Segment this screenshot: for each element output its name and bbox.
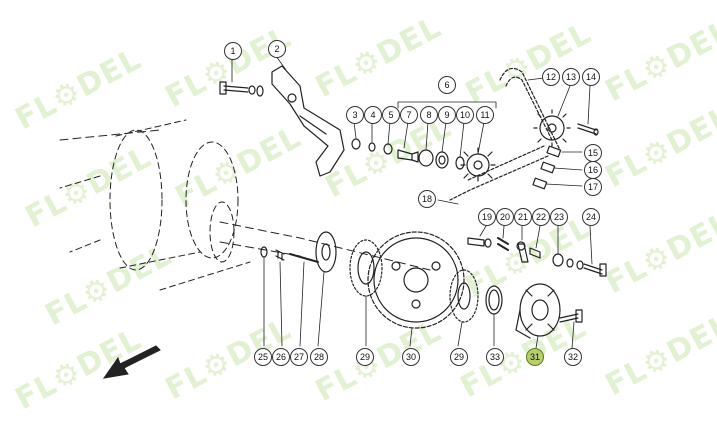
callout-8[interactable]: 8 [420,106,438,124]
hub-flange-part-28 [315,231,337,273]
callout-7[interactable]: 7 [400,106,418,124]
hub-small-parts [467,237,607,277]
callout-27[interactable]: 27 [290,348,308,366]
direction-arrow-icon [102,345,161,379]
leader-lines [231,55,593,349]
callout-25[interactable]: 25 [254,348,272,366]
callout-18[interactable]: 18 [418,190,436,208]
callout-14[interactable]: 14 [582,68,600,86]
callout-24[interactable]: 24 [582,208,600,226]
callout-9[interactable]: 9 [438,106,456,124]
mounting-bracket [271,65,345,177]
pin-part-14 [577,123,599,136]
callout-32[interactable]: 32 [564,348,582,366]
callout-1[interactable]: 1 [224,42,242,60]
callout-12[interactable]: 12 [542,68,560,86]
friction-disc-left [349,239,383,297]
clip-ring-part-33 [485,285,503,315]
callout-3[interactable]: 3 [346,106,364,124]
callout-11[interactable]: 11 [476,106,494,124]
callout-26[interactable]: 26 [272,348,290,366]
callout-33[interactable]: 33 [486,348,504,366]
callout-13[interactable]: 13 [562,68,580,86]
callout-29-left[interactable]: 29 [356,348,374,366]
pressure-plate-part-31 [515,283,561,339]
callout-5[interactable]: 5 [382,106,400,124]
output-shaft [59,129,431,271]
friction-disc-right [449,269,479,323]
callout-4[interactable]: 4 [364,106,382,124]
callout-30[interactable]: 30 [402,348,420,366]
callout-28[interactable]: 28 [310,348,328,366]
callout-22[interactable]: 22 [532,208,550,226]
callout-16[interactable]: 16 [584,161,602,179]
spring-pin-parts [260,246,319,263]
drive-chain [449,67,561,201]
chain-links [532,145,562,190]
callout-2[interactable]: 2 [268,40,286,58]
bolt-part-1 [219,81,264,97]
callout-20[interactable]: 20 [496,208,514,226]
callout-15[interactable]: 15 [584,144,602,162]
callout-6[interactable]: 6 [438,76,456,94]
callout-19[interactable]: 19 [478,208,496,226]
bolt-part-32 [559,309,583,323]
callout-23[interactable]: 23 [550,208,568,226]
callout-21[interactable]: 21 [514,208,532,226]
motor-housing [59,119,251,291]
callout-31-highlighted[interactable]: 31 [526,348,544,366]
callout-10[interactable]: 10 [456,106,474,124]
chain-sprocket-part-13 [533,109,571,147]
callout-29-right[interactable]: 29 [450,348,468,366]
callout-17[interactable]: 17 [584,178,602,196]
large-sprocket-part-30 [367,231,465,329]
small-parts-row [351,138,465,170]
